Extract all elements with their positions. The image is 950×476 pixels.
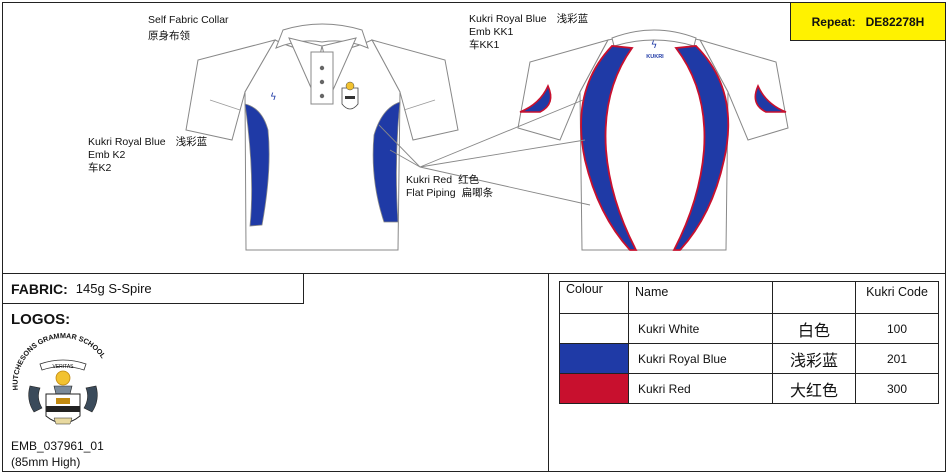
back-emb-label-en: Emb KK1: [469, 26, 514, 38]
table-row: Kukri Red 大红色 300: [559, 373, 939, 404]
colour-swatch: [559, 373, 629, 404]
front-emb-label-cn: 车K2: [88, 162, 112, 174]
svg-text:ϟ: ϟ: [270, 92, 277, 103]
school-crest-logo: HUTCHESONS GRAMMAR SCHOOL VERITAS: [11, 331, 108, 425]
header-colour: Colour: [559, 281, 629, 314]
callout-lines: [378, 99, 591, 206]
section-divider-vertical: [548, 273, 549, 472]
svg-text:ϟ: ϟ: [651, 40, 658, 51]
back-emb-label-cn: 车KK1: [469, 39, 500, 51]
repeat-badge: Repeat: DE82278H: [790, 2, 946, 41]
collar-callout: Self Fabric Collar 原身布领: [148, 14, 229, 43]
header-blank: [772, 281, 856, 314]
colour-name-cn: 大红色: [772, 373, 856, 404]
colour-table-header: Colour Name Kukri Code: [559, 281, 939, 314]
piping-type-cn: 扁唧条: [461, 187, 494, 199]
colour-code: 300: [855, 373, 939, 404]
table-row: Kukri Royal Blue 浅彩蓝 201: [559, 343, 939, 374]
colour-code: 100: [855, 313, 939, 344]
piping-callout: Kukri Red 红色 Flat Piping 扁唧条: [406, 174, 493, 200]
garment-drawings: ϟ ϟ KUKRI: [185, 23, 789, 251]
front-panel-label-en: Kukri Royal Blue: [88, 136, 166, 148]
front-panel-callout: Kukri Royal Blue 浅彩蓝 Emb K2 车K2: [88, 136, 207, 175]
front-shirt-drawing: ϟ: [185, 23, 459, 251]
piping-label-cn: 红色: [458, 174, 480, 186]
section-divider: [2, 273, 946, 274]
logo-code: EMB_037961_01: [11, 439, 104, 453]
fabric-label: FABRIC:: [11, 280, 68, 297]
fabric-row: FABRIC: 145g S-Spire: [2, 274, 304, 304]
collar-label-en: Self Fabric Collar: [148, 14, 229, 26]
collar-label-cn: 原身布领: [148, 30, 190, 42]
svg-text:VERITAS: VERITAS: [52, 364, 74, 370]
back-label-en: Kukri Royal Blue: [469, 13, 547, 25]
colour-table: Colour Name Kukri Code Kukri White 白色 10…: [559, 281, 939, 404]
colour-name-cn: 浅彩蓝: [772, 343, 856, 374]
header-code: Kukri Code: [855, 281, 939, 314]
back-label-cn: 浅彩蓝: [556, 13, 589, 25]
piping-type-en: Flat Piping: [406, 187, 456, 199]
front-emb-label-en: Emb K2: [88, 149, 126, 161]
logos-title: LOGOS:: [11, 311, 71, 328]
colour-swatch: [559, 313, 629, 344]
front-panel-label-cn: 浅彩蓝: [175, 136, 208, 148]
table-row: Kukri White 白色 100: [559, 313, 939, 344]
back-logo-text: KUKRI: [646, 54, 664, 60]
header-name: Name: [628, 281, 773, 314]
back-shirt-drawing: ϟ KUKRI: [517, 29, 789, 251]
colour-code: 201: [855, 343, 939, 374]
piping-label-en: Kukri Red: [406, 174, 453, 186]
repeat-label: Repeat:: [811, 14, 856, 29]
logo-size: (85mm High): [11, 455, 81, 469]
logo-code-block: EMB_037961_01 (85mm High): [11, 438, 104, 470]
front-crest-icon: [341, 81, 359, 110]
back-callout: Kukri Royal Blue 浅彩蓝 Emb KK1 车KK1: [469, 13, 588, 52]
colour-name: Kukri Royal Blue: [628, 343, 773, 374]
colour-name: Kukri White: [628, 313, 773, 344]
fabric-value: 145g S-Spire: [75, 281, 152, 296]
colour-name-cn: 白色: [772, 313, 856, 344]
colour-swatch: [559, 343, 629, 374]
colour-name: Kukri Red: [628, 373, 773, 404]
repeat-code: DE82278H: [865, 14, 925, 29]
